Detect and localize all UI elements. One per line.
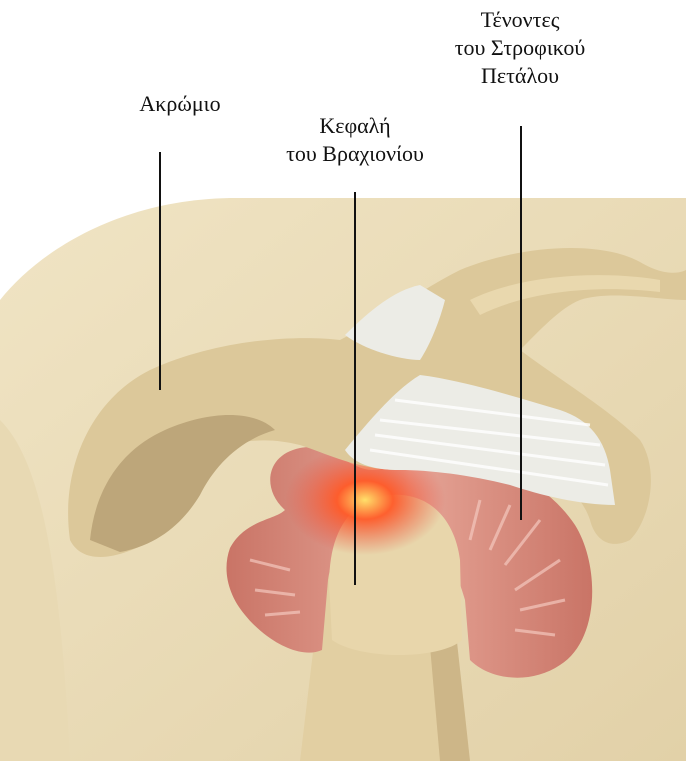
tendons-label-line3: Πετάλου (405, 62, 635, 90)
tendons-label-line2: του Στροφικού (405, 34, 635, 62)
humeral-head-label-line1: Κεφαλή (245, 112, 465, 140)
acromion-label: Ακρώμιο (100, 90, 260, 118)
rotator-cuff-tendons-label: Τένοντες του Στροφικού Πετάλου (405, 6, 635, 90)
acromion-label-line1: Ακρώμιο (100, 90, 260, 118)
humeral-head-label: Κεφαλή του Βραχιονίου (245, 112, 465, 168)
tendons-label-line1: Τένοντες (405, 6, 635, 34)
humeral-head-label-line2: του Βραχιονίου (245, 140, 465, 168)
